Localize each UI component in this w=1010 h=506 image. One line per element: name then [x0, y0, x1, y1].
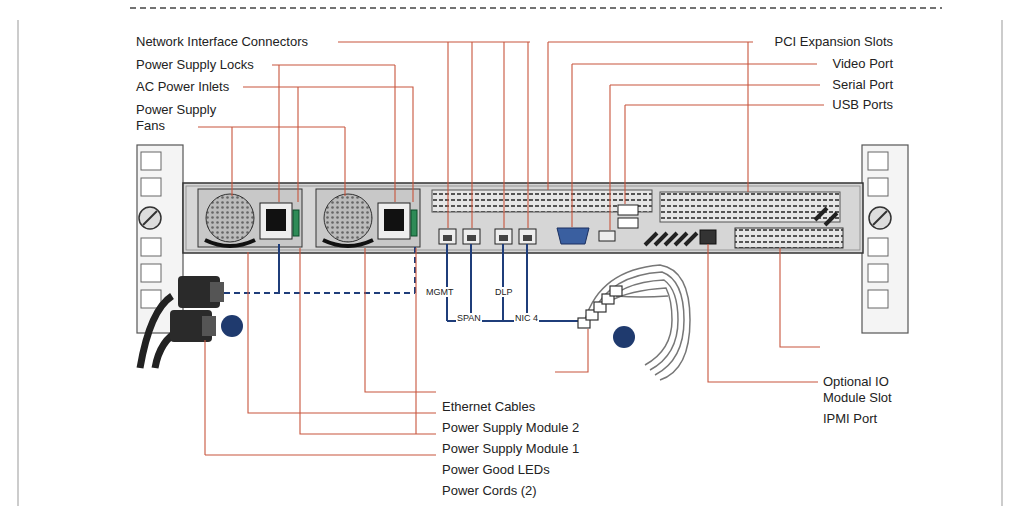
- callout-label: Power Supply Locks: [136, 57, 254, 73]
- callout-label: Power Supply Fans: [136, 102, 234, 134]
- callout-label: Power Cords (2): [442, 483, 537, 499]
- port-label: DLP: [494, 287, 514, 297]
- rack-ear: [862, 145, 908, 333]
- chassis: [183, 183, 863, 253]
- video-port: [557, 228, 589, 244]
- power-supply: [316, 189, 420, 247]
- power-cord: [140, 276, 224, 368]
- callout-label: Power Supply Module 2: [442, 420, 579, 436]
- ethernet-cable-bundle: [585, 265, 690, 380]
- callout-label: Serial Port: [832, 77, 893, 93]
- power-supply: [198, 189, 302, 247]
- callout-label: Video Port: [833, 56, 893, 72]
- io-module-slot: [735, 228, 843, 248]
- callout-label: Network Interface Connectors: [136, 34, 308, 50]
- callout-label: Power Supply Module 1: [442, 441, 579, 457]
- callout-label: USB Ports: [832, 97, 893, 113]
- callout-dot: [221, 315, 243, 337]
- callout-label: AC Power Inlets: [136, 79, 229, 95]
- usb-port: [618, 205, 638, 228]
- leader-line: [198, 42, 824, 455]
- serial-port: [599, 231, 615, 241]
- callout-dot: [613, 326, 635, 348]
- ethernet-cable: [447, 244, 580, 321]
- callout-label: Power Good LEDs: [442, 462, 550, 478]
- pci-slot: [660, 192, 840, 222]
- callout-label: Ethernet Cables: [442, 399, 535, 415]
- rj45-port: [439, 229, 536, 244]
- callout-label: PCI Expansion Slots: [774, 34, 893, 50]
- ipmi-port: [700, 230, 716, 244]
- port-label: SPAN: [456, 313, 482, 323]
- port-label: MGMT: [425, 287, 455, 297]
- port-label: NIC 4: [514, 313, 539, 323]
- callout-label: Optional IO Module Slot: [823, 374, 909, 406]
- callout-label: IPMI Port: [823, 411, 877, 427]
